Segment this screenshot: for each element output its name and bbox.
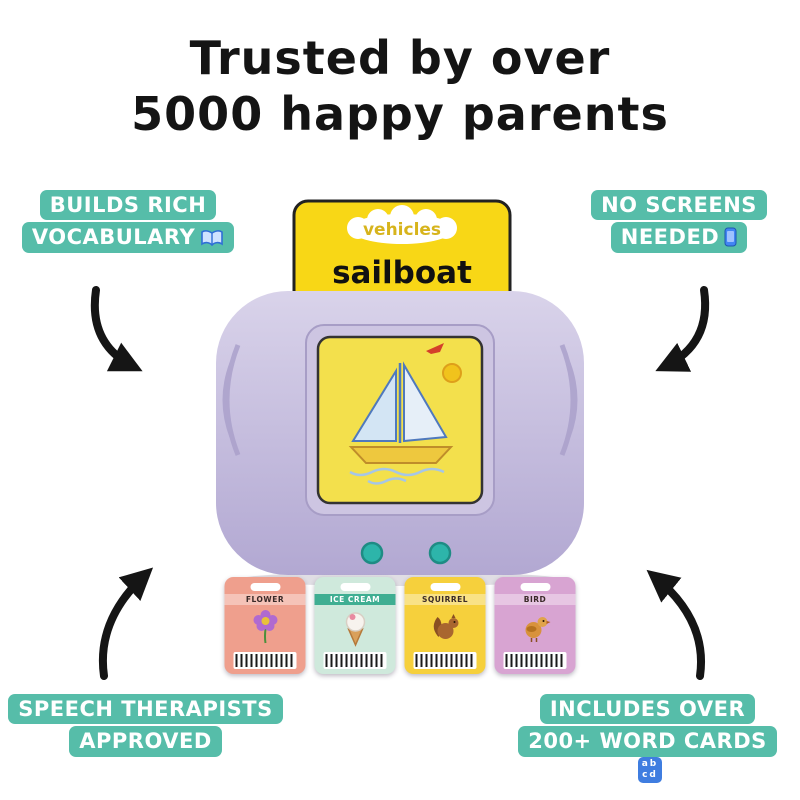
- arrow-bottom-right-icon: [646, 569, 705, 680]
- device-button-right: [428, 541, 452, 565]
- badge-speech-therapists-approved: SPEECH THERAPISTS APPROVED: [8, 692, 283, 759]
- barcode: [323, 652, 387, 669]
- barcode: [413, 652, 477, 669]
- card-word-label: sailboat: [332, 255, 472, 291]
- word-card: ICE CREAM: [314, 577, 396, 674]
- arrow-top-left-icon: [90, 286, 143, 372]
- squirrel-icon: [405, 605, 486, 649]
- smartphone-icon: [724, 227, 737, 247]
- badge-line: BUILDS RICH: [39, 190, 217, 221]
- device-grip-ridges: [222, 344, 578, 456]
- word-card: BIRD: [494, 577, 576, 674]
- word-card: SQUIRREL: [404, 577, 486, 674]
- badge-line: APPROVED: [69, 726, 222, 757]
- card-category-label: vehicles: [363, 220, 441, 240]
- arrow-top-right-icon: [655, 286, 710, 372]
- word-card-label: SQUIRREL: [404, 594, 486, 605]
- badge-line: INCLUDES OVER: [539, 694, 756, 725]
- card-slot: [520, 583, 550, 591]
- badge-line: SPEECH THERAPISTS: [8, 694, 283, 725]
- flower-icon: [225, 605, 306, 649]
- ice-cream-icon: [315, 605, 396, 649]
- page-title: Trusted by over 5000 happy parents: [0, 30, 800, 142]
- word-card: FLOWER: [224, 577, 306, 674]
- flashcard-inserted: vehicles sailboat: [292, 199, 512, 311]
- category-cloud: [347, 205, 457, 244]
- card-slot: [430, 583, 460, 591]
- word-card-label: BIRD: [494, 594, 576, 605]
- word-card-label: ICE CREAM: [314, 594, 396, 605]
- title-line-1: Trusted by over: [189, 31, 611, 85]
- word-cards-row: FLOWER ICE CREAM: [224, 577, 576, 674]
- device-illustration: vehicles sailboat: [216, 199, 584, 586]
- badge-line: 200+ WORD CARDS: [518, 726, 777, 757]
- badge-line: NEEDED: [610, 222, 748, 253]
- card-slot: [340, 583, 370, 591]
- sun-icon: [442, 363, 462, 383]
- device-button-left: [360, 541, 384, 565]
- airplane-icon: [426, 343, 444, 354]
- sailboat-illustration: [348, 343, 462, 485]
- card-slot: [250, 583, 280, 591]
- barcode: [503, 652, 567, 669]
- badge-builds-rich-vocabulary: BUILDS RICH VOCABULARY: [8, 188, 248, 255]
- bird-icon: [495, 605, 576, 649]
- badge-line: NO SCREENS: [591, 190, 767, 221]
- badge-line: VOCABULARY: [21, 222, 235, 253]
- title-line-2: 5000 happy parents: [131, 87, 669, 142]
- word-card-label: FLOWER: [224, 594, 306, 605]
- barcode: [233, 652, 297, 669]
- open-book-icon: [201, 230, 223, 247]
- arrow-bottom-left-icon: [99, 567, 154, 680]
- badge-no-screens-needed: NO SCREENS NEEDED: [584, 188, 774, 255]
